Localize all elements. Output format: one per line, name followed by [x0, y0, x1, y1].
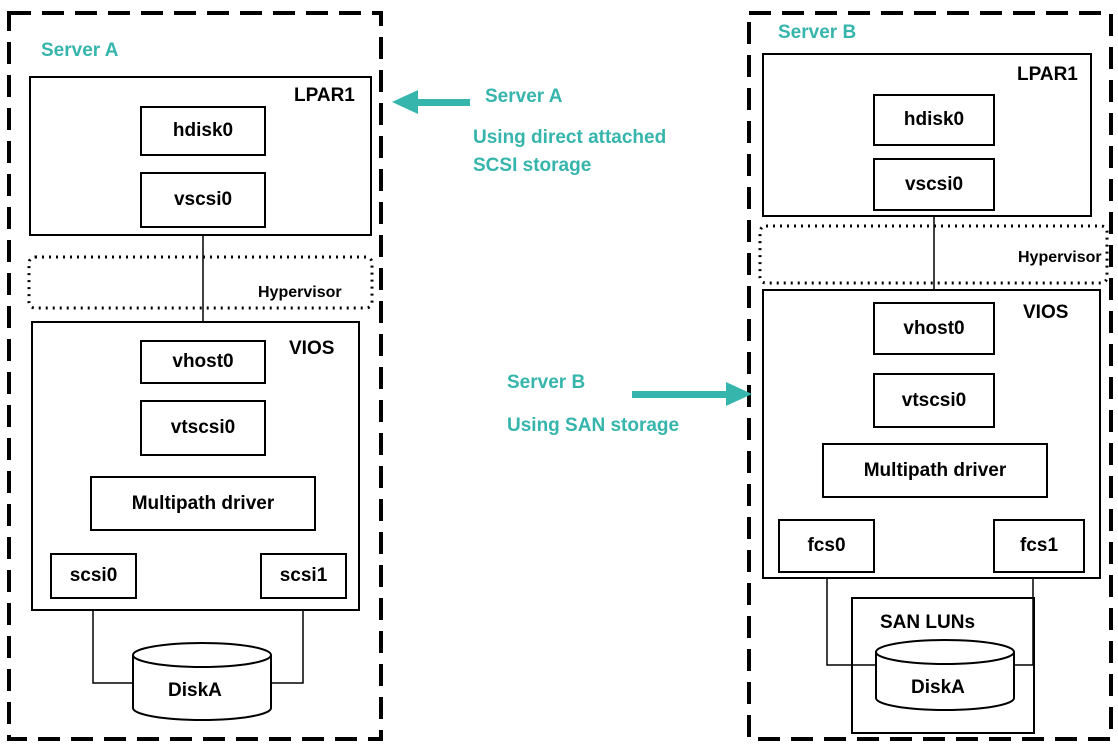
- server-b-lpar-label: LPAR1: [1017, 64, 1078, 85]
- arrow-to-server-b: [632, 382, 752, 406]
- server-a-scsi1: scsi1: [260, 553, 347, 599]
- server-a-hdisk0: hdisk0: [140, 106, 266, 156]
- server-a-hypervisor-box: [27, 255, 374, 310]
- server-a-vscsi0: vscsi0: [140, 172, 266, 228]
- server-b-disk-cylinder: [875, 639, 1015, 711]
- server-b-hypervisor-label: Hypervisor: [1018, 249, 1102, 266]
- server-a-disk-label: DiskA: [168, 680, 222, 701]
- server-a-scsi0: scsi0: [50, 553, 137, 599]
- server-b-fcs0: fcs0: [778, 519, 875, 573]
- server-b-disk-label: DiskA: [911, 677, 965, 698]
- server-b-san-box: [851, 597, 1035, 734]
- server-b-vtscsi0: vtscsi0: [873, 373, 995, 428]
- server-b-title: Server B: [778, 22, 857, 43]
- server-b-multipath-driver: Multipath driver: [822, 443, 1048, 498]
- callout-b-title: Server B: [507, 372, 586, 393]
- server-b-san-label: SAN LUNs: [880, 612, 976, 633]
- server-a-lpar-label: LPAR1: [294, 85, 355, 106]
- server-a-vhost0: vhost0: [140, 340, 266, 384]
- callout-a-line1: Using direct attached: [473, 127, 667, 148]
- server-a-multipath-driver: Multipath driver: [90, 476, 316, 531]
- callout-a-line2: SCSI storage: [473, 155, 592, 176]
- server-b-vhost0: vhost0: [873, 302, 995, 355]
- server-a-disk-cylinder: [132, 642, 272, 721]
- server-a-vtscsi0: vtscsi0: [140, 400, 266, 456]
- callout-b-line1: Using SAN storage: [507, 415, 680, 436]
- callout-a-title: Server A: [485, 86, 563, 107]
- server-a-title: Server A: [41, 40, 119, 61]
- server-a-hypervisor-label: Hypervisor: [258, 284, 342, 301]
- server-b-hdisk0: hdisk0: [873, 94, 995, 146]
- server-b-vios-label: VIOS: [1023, 302, 1069, 323]
- arrow-to-server-a: [392, 90, 470, 114]
- server-b-vscsi0: vscsi0: [873, 158, 995, 211]
- server-b-frame: [747, 11, 1113, 741]
- server-a-vios-label: VIOS: [289, 338, 335, 359]
- server-b-fcs1: fcs1: [993, 519, 1085, 573]
- server-a-frame: [7, 11, 383, 741]
